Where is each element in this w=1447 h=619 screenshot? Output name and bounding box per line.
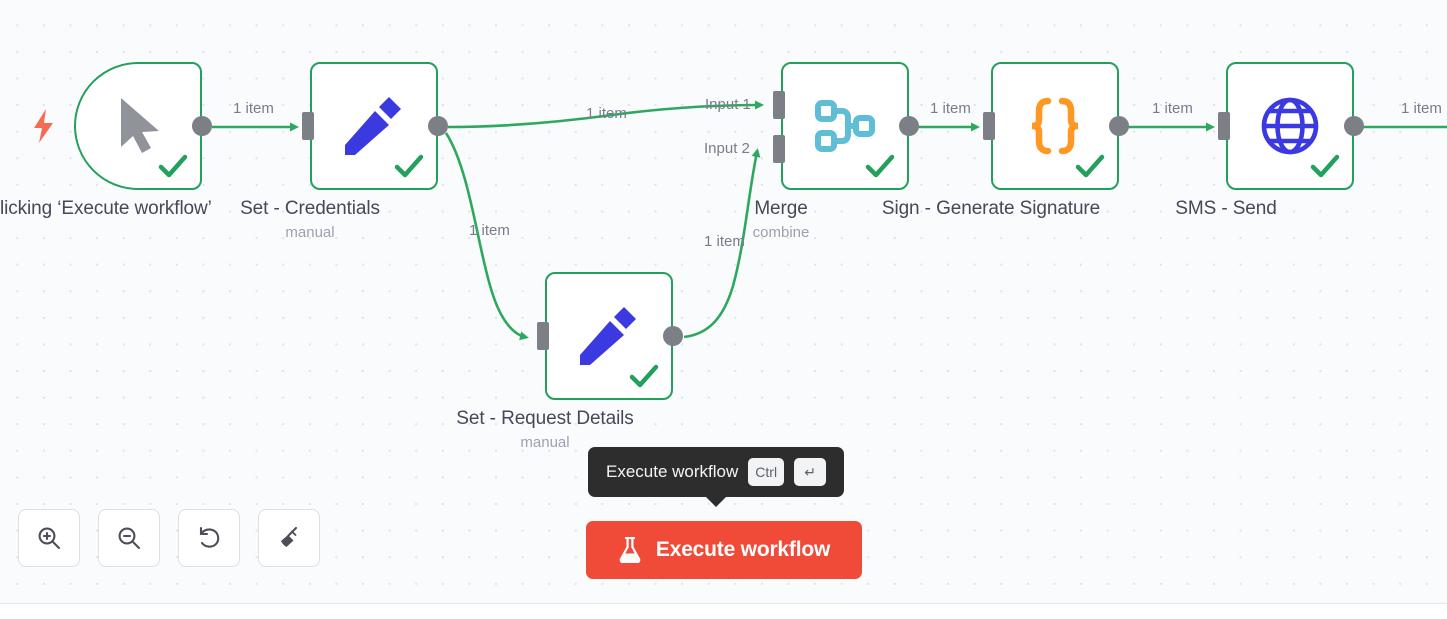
output-endpoint[interactable] [428,116,448,136]
output-endpoint[interactable] [1344,116,1364,136]
connection-label-merge-to-sign: 1 item [930,100,971,117]
workflow-canvas[interactable]: When clicking ‘Execute workflow’ [0,0,1447,604]
input-endpoint[interactable] [302,112,314,140]
edge-set-credentials-to-merge-input1 [447,100,764,129]
node-body[interactable] [545,272,673,400]
tooltip-text: Execute workflow [606,462,739,481]
input-endpoint-1[interactable] [773,91,785,119]
edge-set-credentials-to-set-request-details [444,132,529,341]
node-body[interactable] [781,62,909,190]
success-check-icon [1075,154,1105,178]
zoom-in-icon [36,525,62,551]
broom-icon [276,525,302,551]
connection-label-set-credentials-to-request-details: 1 item [469,222,510,239]
connection-label-sign-to-sms: 1 item [1152,100,1193,117]
globe-icon [1228,64,1352,188]
input-endpoint[interactable] [537,322,549,350]
execute-workflow-button[interactable]: Execute workflow [586,521,862,579]
tidy-up-button[interactable] [258,509,320,567]
success-check-icon [394,154,424,178]
pencil-icon [547,274,671,398]
flask-icon [618,537,642,563]
node-body[interactable] [991,62,1119,190]
input-endpoint[interactable] [983,112,995,140]
edge-set-request-details-to-merge-input2 [683,148,761,339]
input-endpoint[interactable] [1218,112,1230,140]
success-check-icon [1310,154,1340,178]
undo-arrow-icon [196,525,222,551]
canvas-zoom-toolbar [18,509,320,567]
merge-input-1-label: Input 1 [705,96,751,113]
zoom-in-button[interactable] [18,509,80,567]
node-body[interactable] [310,62,438,190]
tooltip-key-ctrl: Ctrl [748,458,785,486]
connection-label-request-details-to-merge: 1 item [704,233,745,250]
pencil-icon [312,64,436,188]
output-endpoint[interactable] [192,116,212,136]
connection-label-trigger-to-set-credentials: 1 item [233,100,274,117]
merge-input-2-label: Input 2 [704,140,750,157]
output-endpoint[interactable] [663,326,683,346]
zoom-out-icon [116,525,142,551]
lightning-bolt-icon [31,108,57,149]
success-check-icon [865,154,895,178]
zoom-out-button[interactable] [98,509,160,567]
code-braces-icon [993,64,1117,188]
input-endpoint-2[interactable] [773,135,785,163]
connection-label-sms-to-next: 1 item [1401,100,1442,117]
output-endpoint[interactable] [899,116,919,136]
execute-workflow-label: Execute workflow [655,538,831,561]
node-body[interactable] [74,62,202,190]
success-check-icon [629,364,659,388]
node-body[interactable] [1226,62,1354,190]
success-check-icon [158,154,188,178]
tooltip-arrow [705,496,728,507]
output-endpoint[interactable] [1109,116,1129,136]
mouse-pointer-icon [76,64,200,188]
reset-zoom-button[interactable] [178,509,240,567]
tooltip-key-enter: ↵ [794,458,827,486]
connection-edges [212,100,1447,341]
execute-workflow-tooltip: Execute workflow Ctrl ↵ [588,447,845,507]
connection-label-set-credentials-to-merge: 1 item [586,105,627,122]
merge-sitemap-icon [783,64,907,188]
